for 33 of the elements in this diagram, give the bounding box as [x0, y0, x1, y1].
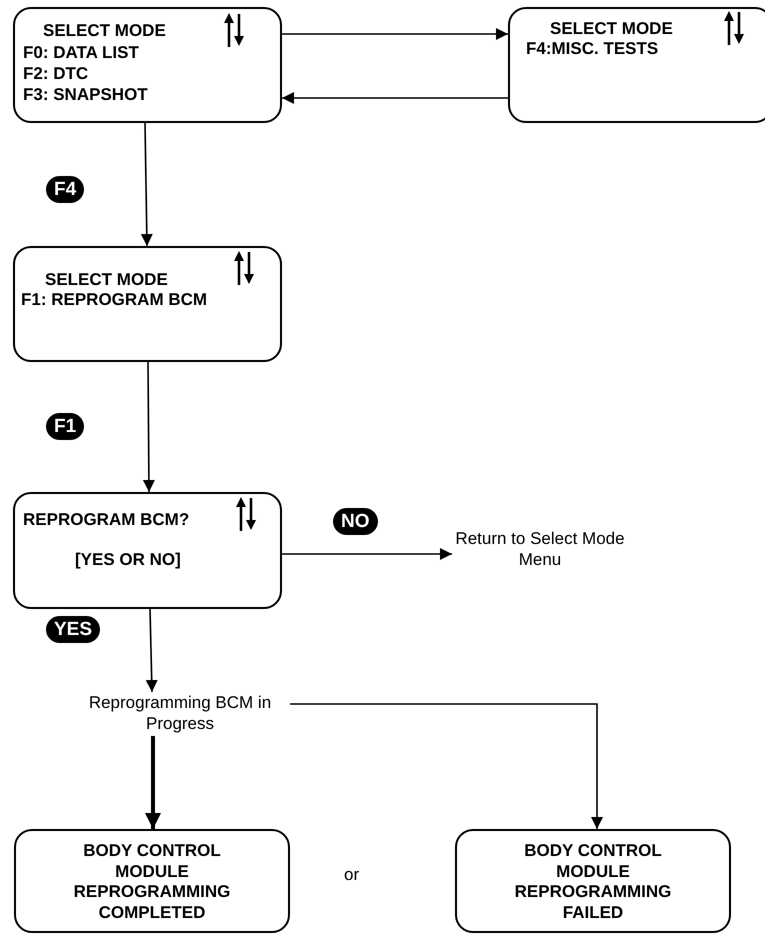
arrow: [282, 28, 508, 40]
display-screen-box: [13, 246, 282, 362]
screen-text: BODY CONTROL MODULE REPROGRAMMING FAILED: [514, 841, 672, 923]
display-screen-box: [13, 492, 282, 609]
screen-text: BODY CONTROL MODULE REPROGRAMMING COMPLETED: [72, 841, 232, 923]
status-text: Return to Select Mode Menu: [452, 528, 628, 570]
arrow: [142, 362, 155, 492]
screen-heading: REPROGRAM BCM?: [23, 510, 190, 530]
key-label: F4: [46, 176, 84, 203]
key-label: NO: [333, 508, 378, 535]
arrow: [282, 548, 452, 560]
arrow: [145, 736, 161, 829]
arrow: [146, 608, 158, 692]
arrow: [282, 92, 508, 104]
connector-text: or: [344, 864, 360, 885]
display-screen-box: [14, 829, 290, 933]
status-text: Reprogramming BCM in Progress: [70, 692, 290, 736]
key-label: F1: [46, 413, 84, 440]
display-screen-box: [13, 7, 282, 123]
screen-text: F2: DTC: [23, 64, 88, 84]
screen-text: F3: SNAPSHOT: [23, 85, 148, 105]
screen-heading: SELECT MODE: [45, 270, 168, 290]
screen-text: F0: DATA LIST: [23, 43, 139, 63]
display-screen-box: [508, 7, 765, 123]
display-screen-box: [455, 829, 731, 933]
screen-text: [YES OR NO]: [75, 550, 181, 570]
arrow: [290, 703, 603, 829]
screen-heading: SELECT MODE: [43, 21, 166, 41]
screen-text: F4:MISC. TESTS: [526, 39, 658, 59]
screen-text: F1: REPROGRAM BCM: [21, 290, 208, 310]
arrow: [140, 122, 153, 246]
screen-heading: SELECT MODE: [550, 19, 673, 39]
key-label: YES: [46, 616, 100, 643]
